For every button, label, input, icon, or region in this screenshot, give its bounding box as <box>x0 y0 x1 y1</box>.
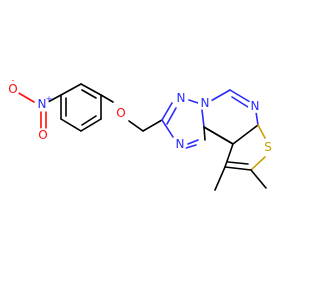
atom-n-nitro: N <box>38 97 47 111</box>
bond-triazole-2 <box>188 99 199 104</box>
atom-n-pyrimidine: N <box>251 99 260 113</box>
bond-pyrimidine-2-double <box>231 96 249 108</box>
bond-o-ch2 <box>128 120 144 132</box>
bond-n-aryl <box>47 94 62 103</box>
atom-bg <box>36 128 50 142</box>
atom-bg <box>261 140 275 154</box>
atom-bg <box>174 91 188 105</box>
atom-bg <box>35 97 49 111</box>
molecule-diagram: O - N + O O N N N N S <box>6 75 275 191</box>
bond-triazole-5-double <box>185 144 197 149</box>
bond-benzene-1 <box>60 83 82 96</box>
bond-layer <box>16 83 267 191</box>
bond-benzene-2 <box>80 83 102 96</box>
structure-svg: O - N + O O N N N N S <box>6 75 275 191</box>
bond-triazole-5 <box>187 139 199 145</box>
atom-bg <box>6 82 20 96</box>
atom-o-ether: O <box>116 106 125 120</box>
bond-thiophene-3 <box>224 166 252 171</box>
bond-pyrimidine-3 <box>255 111 259 126</box>
bond-fused-c <box>203 126 234 145</box>
bond-methyl-2 <box>250 169 267 189</box>
bond-c-triazole <box>203 126 206 141</box>
bond-benzene-4 <box>80 118 102 132</box>
bond-pyrimidine-1 <box>208 89 231 103</box>
bond-triazole-3 <box>201 109 205 128</box>
bond-pyrimidine-4 <box>232 124 259 145</box>
bond-triazole-4 <box>161 119 174 138</box>
bond-benzene-inner-2 <box>81 115 97 126</box>
bond-thiophene-1 <box>257 124 266 139</box>
bond-benzene-inner-1 <box>81 89 97 99</box>
bond-thiophene-2 <box>250 156 266 171</box>
bond-thiophene-3-double <box>227 161 249 165</box>
atom-bg <box>248 99 262 113</box>
bond-triazole-1-double <box>166 107 177 125</box>
atom-o-nitro-double: O <box>38 128 47 142</box>
bond-aryl-o <box>100 94 114 103</box>
atom-bg <box>198 96 212 110</box>
atom-n-bridgehead: N <box>201 96 210 110</box>
bond-thiophene-4 <box>224 143 234 168</box>
atom-n-triazole-bottom: N <box>176 137 185 151</box>
bond-ch2-triazole <box>142 119 163 132</box>
bond-pyrimidine-2 <box>229 89 251 103</box>
atom-bg <box>114 106 128 120</box>
atom-layer: O - N + O O N N N N S <box>6 76 275 154</box>
bond-methyl-1 <box>214 166 226 191</box>
atom-o-nitro-minus: O <box>8 82 17 96</box>
atom-bg <box>173 137 187 151</box>
bond-benzene-5 <box>60 118 82 132</box>
atom-s-thiophene: S <box>264 140 272 154</box>
bond-n-o-single <box>16 91 35 103</box>
charge-plus: + <box>46 95 53 104</box>
charge-minus: - <box>12 76 15 85</box>
atom-n-triazole-top: N <box>177 91 186 105</box>
bond-triazole-1 <box>161 102 173 121</box>
